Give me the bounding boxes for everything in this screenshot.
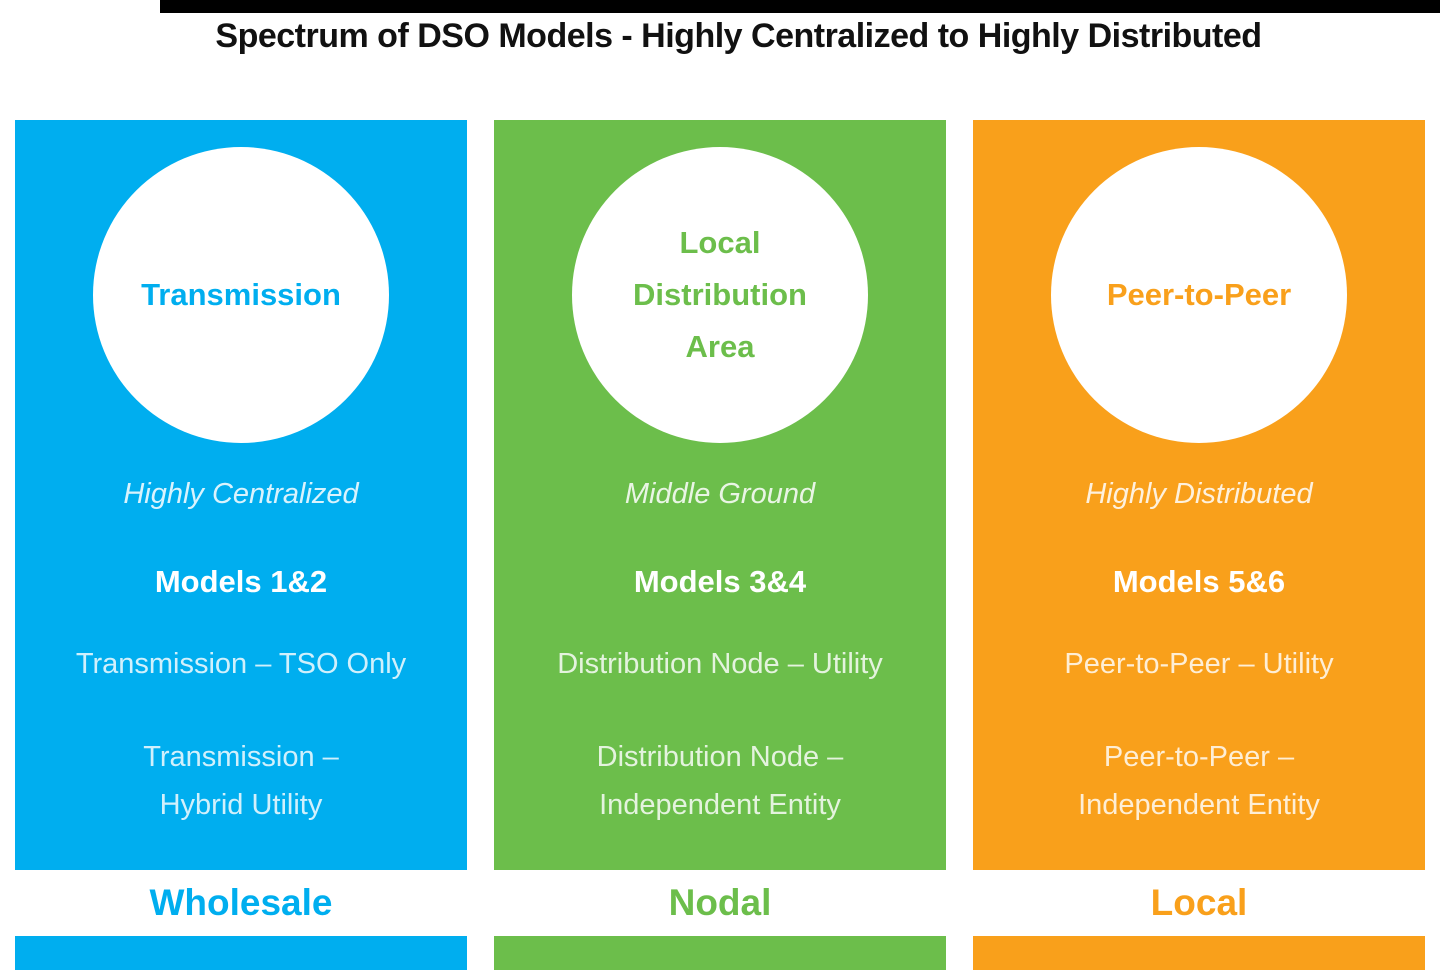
wholesale-model-item-2-line-2: Hybrid Utility (159, 789, 323, 821)
local-model-item-2: Peer-to-Peer – Independent Entity (1078, 733, 1320, 829)
nodal-panel: Local Distribution Area Middle Ground Mo… (494, 120, 946, 870)
local-model-item-1: Peer-to-Peer – Utility (1064, 648, 1334, 680)
local-distribution-area-circle: Local Distribution Area (572, 147, 868, 443)
local-model-item-2-line-1: Peer-to-Peer – (1103, 741, 1295, 773)
nodal-bottom-bar (494, 936, 946, 970)
local-tagline: Highly Distributed (1085, 478, 1313, 510)
wholesale-model-item-1: Transmission – TSO Only (75, 648, 407, 680)
wholesale-footer-label: Wholesale (15, 870, 467, 936)
columns-row: Transmission Highly Centralized Models 1… (15, 120, 1425, 970)
column-local: Peer-to-Peer Highly Distributed Models 5… (973, 120, 1425, 970)
wholesale-tagline: Highly Centralized (123, 478, 359, 510)
local-model-item-2-line-2: Independent Entity (1078, 789, 1320, 821)
transmission-circle: Transmission (93, 147, 389, 443)
nodal-model-item-2: Distribution Node – Independent Entity (597, 733, 844, 829)
circle-label-line-2: Distribution (633, 277, 807, 312)
circle-label-line-3: Area (685, 329, 755, 364)
local-bottom-bar (973, 936, 1425, 970)
wholesale-bottom-bar (15, 936, 467, 970)
wholesale-models-heading: Models 1&2 (154, 564, 328, 599)
transmission-circle-label: Transmission (141, 277, 341, 312)
nodal-footer-label: Nodal (494, 870, 946, 936)
nodal-model-item-2-line-2: Independent Entity (599, 789, 841, 821)
nodal-model-item-2-line-1: Distribution Node – (596, 741, 844, 773)
local-distribution-area-circle-label: Local Distribution Area (633, 217, 807, 373)
nodal-models-heading: Models 3&4 (633, 564, 807, 599)
circle-label-line-1: Local (679, 225, 761, 260)
local-footer-label: Local (973, 870, 1425, 936)
nodal-tagline: Middle Ground (624, 478, 816, 510)
wholesale-panel: Transmission Highly Centralized Models 1… (15, 120, 467, 870)
top-black-bar (160, 0, 1440, 13)
local-models-heading: Models 5&6 (1112, 564, 1286, 599)
local-panel: Peer-to-Peer Highly Distributed Models 5… (973, 120, 1425, 870)
column-wholesale: Transmission Highly Centralized Models 1… (15, 120, 467, 970)
peer-to-peer-circle-label: Peer-to-Peer (1106, 277, 1292, 312)
peer-to-peer-circle: Peer-to-Peer (1051, 147, 1347, 443)
page-title: Spectrum of DSO Models - Highly Centrali… (215, 17, 1262, 55)
column-nodal: Local Distribution Area Middle Ground Mo… (494, 120, 946, 970)
wholesale-model-item-2: Transmission – Hybrid Utility (143, 733, 339, 829)
wholesale-model-item-2-line-1: Transmission – (143, 741, 339, 773)
nodal-model-item-1: Distribution Node – Utility (557, 648, 883, 680)
